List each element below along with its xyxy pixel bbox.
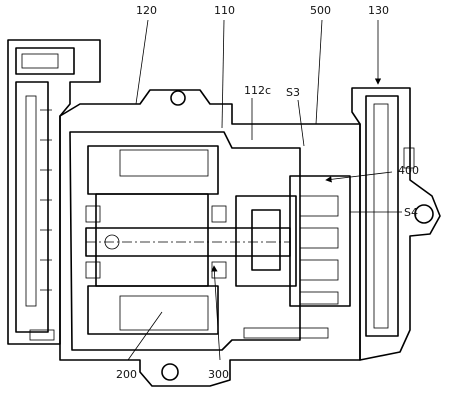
- rear-housing-120: [7, 39, 101, 345]
- label-120: 120: [136, 4, 157, 17]
- label-200: 200: [116, 368, 137, 381]
- label-S4: S4: [404, 206, 418, 219]
- label-110: 110: [214, 4, 235, 17]
- label-S3: S3: [286, 86, 300, 99]
- housing-110: [59, 89, 361, 387]
- label-300: 300: [208, 368, 229, 381]
- motor-200: [87, 145, 219, 335]
- leader-lines: [127, 19, 402, 361]
- compression-unit-500: [235, 175, 351, 339]
- front-cover-130: [351, 87, 441, 361]
- label-112c: 112c: [244, 84, 271, 97]
- label-400: 400: [398, 164, 419, 177]
- label-130: 130: [368, 4, 389, 17]
- label-500: 500: [310, 4, 331, 17]
- shaft-300: [85, 205, 291, 279]
